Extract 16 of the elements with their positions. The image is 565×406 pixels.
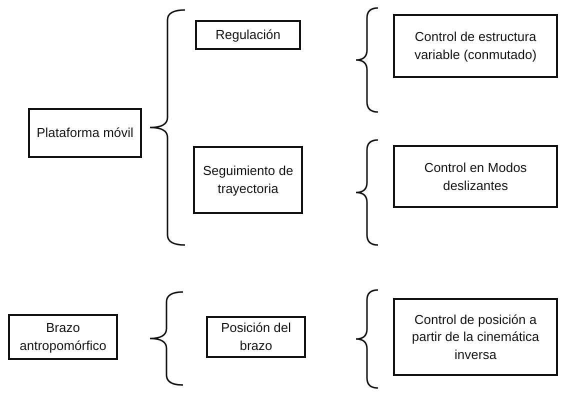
box-label: Brazo antropomórfico — [18, 319, 108, 355]
process-box — [193, 146, 303, 214]
process-box — [206, 316, 306, 358]
process-box — [393, 14, 558, 78]
box-label: Control de posición a partir de la cinemática inversa — [410, 310, 540, 364]
process-box — [8, 314, 118, 360]
box-label: Seguimiento de trayectoria — [202, 162, 294, 198]
box-label: Plataforma móvil — [36, 124, 134, 142]
process-box — [393, 145, 558, 208]
process-box — [28, 108, 142, 158]
box-label: Regulación — [215, 26, 281, 44]
process-box — [393, 298, 558, 376]
process-box — [195, 20, 301, 50]
box-label: Posición del brazo — [220, 319, 292, 355]
box-label: Control de estructura variable (conmutado) — [413, 28, 538, 64]
box-label: Control en Modos deslizantes — [423, 158, 528, 194]
